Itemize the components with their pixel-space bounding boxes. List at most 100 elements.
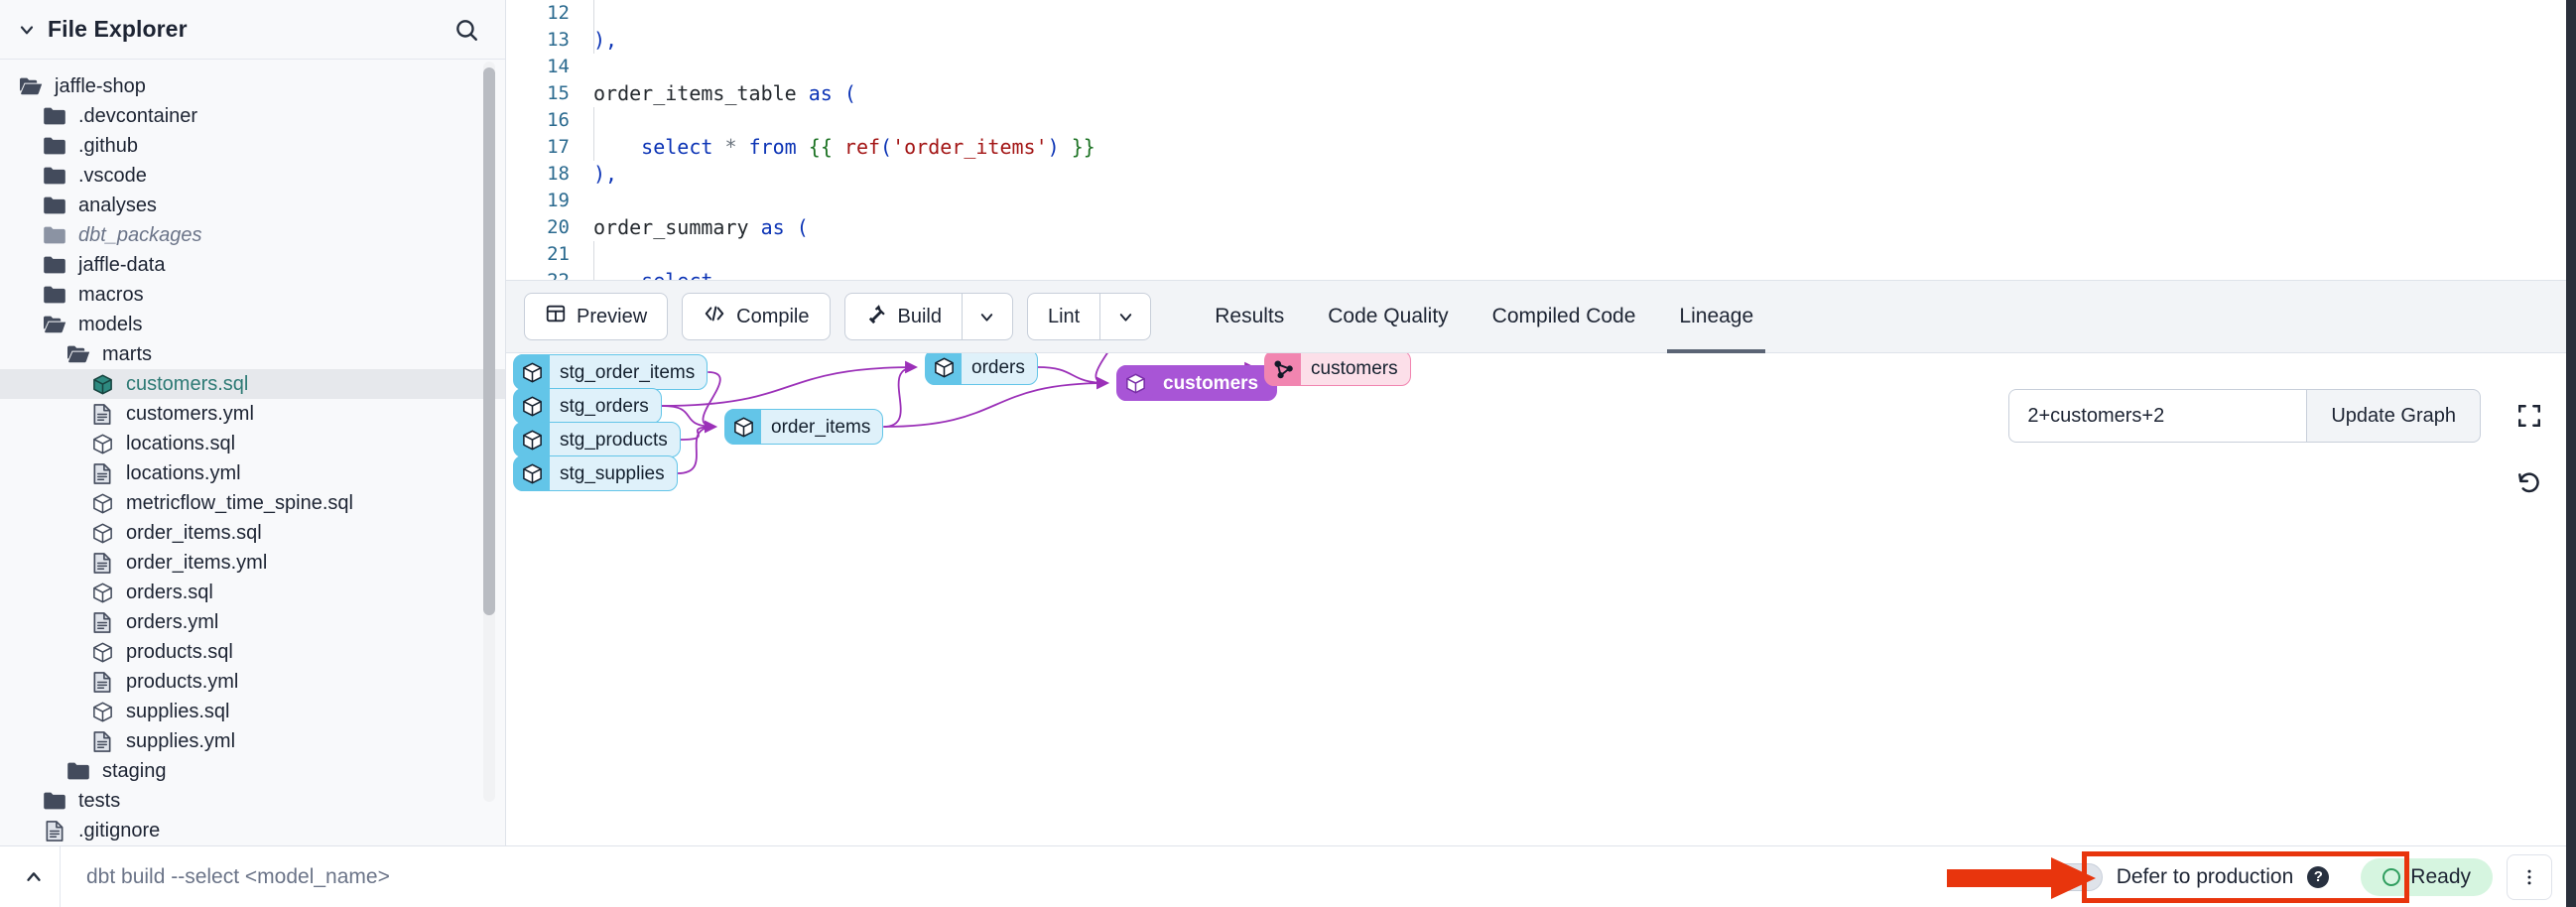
file-tree-item-label: order_items.sql (126, 522, 262, 544)
file-tree-item[interactable]: tests (0, 786, 505, 816)
lineage-node-customers-model[interactable]: customers (1116, 365, 1278, 401)
tab-compiled-code[interactable]: Compiled Code (1491, 305, 1636, 327)
search-icon[interactable] (450, 13, 483, 47)
file-tree-item[interactable]: products.sql (0, 637, 505, 667)
lineage-node-stg-order-items[interactable]: stg_order_items (513, 354, 708, 390)
result-tabs[interactable]: Results Code Quality Compiled Code Lineage (1193, 280, 1775, 353)
file-tree-item[interactable]: locations.sql (0, 429, 505, 458)
folder-icon (40, 163, 69, 189)
cube-icon (926, 353, 962, 385)
lineage-node-label: stg_order_items (550, 355, 708, 389)
lint-label: Lint (1047, 305, 1081, 327)
reset-icon[interactable] (2501, 456, 2558, 510)
graph-selector-input[interactable]: 2+customers+2 (2008, 389, 2307, 443)
defer-toggle[interactable] (2050, 862, 2103, 891)
code-line[interactable]: select * from {{ ref('order_items') }} (641, 135, 1095, 159)
code-line[interactable]: select (593, 268, 2576, 280)
file-tree-item[interactable]: order_items.sql (0, 518, 505, 548)
folder-icon (40, 312, 69, 337)
cube-icon (87, 371, 117, 397)
lineage-panel[interactable]: ecom.raw_customersstg_customersstg_order… (506, 353, 2576, 845)
lineage-node-order-items[interactable]: order_items (724, 409, 884, 445)
lineage-node-label: stg_products (550, 423, 680, 456)
file-tree-item[interactable]: supplies.sql (0, 697, 505, 726)
file-tree-item[interactable]: .github (0, 131, 505, 161)
lineage-node-stg-orders[interactable]: stg_orders (513, 388, 662, 424)
file-tree-item[interactable]: .gitignore (0, 816, 505, 845)
code-line[interactable] (593, 107, 2576, 134)
line-number: 18 (547, 163, 570, 185)
lineage-edge (883, 376, 1109, 428)
file-tree-item[interactable]: order_items.yml (0, 548, 505, 578)
file-tree-item[interactable]: models (0, 310, 505, 339)
file-tree-item[interactable]: analyses (0, 191, 505, 220)
lineage-node-stg-supplies[interactable]: stg_supplies (513, 455, 678, 491)
lineage-node-orders[interactable]: orders (925, 353, 1038, 385)
build-dropdown-chevron-down-icon[interactable] (961, 293, 1013, 340)
file-tree-item-label: models (78, 314, 143, 335)
file-tree-item-label: .github (78, 135, 139, 157)
help-icon[interactable]: ? (2307, 865, 2330, 888)
more-vertical-icon[interactable] (2507, 853, 2552, 900)
sidebar-scrollbar-thumb[interactable] (483, 67, 495, 615)
table-icon (545, 303, 567, 330)
code-content[interactable]: ), order_items_table as ( select * from … (583, 0, 2576, 280)
lineage-edge (883, 360, 918, 428)
tab-lineage[interactable]: Lineage (1657, 280, 1775, 353)
file-icon (87, 728, 117, 754)
file-tree-item[interactable]: dbt_packages (0, 220, 505, 250)
file-tree-item[interactable]: .devcontainer (0, 101, 505, 131)
code-line[interactable]: ), (593, 28, 618, 52)
build-button[interactable]: Build (843, 293, 962, 340)
file-tree-item[interactable]: marts (0, 339, 505, 369)
code-line[interactable]: order_summary as ( (593, 215, 809, 239)
line-number: 14 (547, 56, 570, 77)
code-line[interactable] (593, 241, 2576, 268)
file-tree-item[interactable]: customers.yml (0, 399, 505, 429)
chevron-up-icon[interactable] (8, 851, 60, 903)
lineage-node-customers-exposure[interactable]: customers (1264, 353, 1411, 386)
tab-results[interactable]: Results (1215, 305, 1285, 327)
code-line[interactable]: order_items_table as ( (593, 81, 856, 105)
preview-button[interactable]: Preview (524, 293, 669, 340)
compile-label: Compile (736, 305, 810, 327)
lineage-node-stg-products[interactable]: stg_products (513, 422, 681, 457)
file-tree-item[interactable]: orders.yml (0, 607, 505, 637)
code-line[interactable] (593, 0, 2576, 27)
file-tree-item[interactable]: .vscode (0, 161, 505, 191)
tab-code-quality[interactable]: Code Quality (1328, 305, 1449, 327)
code-line[interactable]: ), (593, 162, 618, 186)
defer-to-production-control[interactable]: Defer to production ? (2035, 855, 2346, 899)
file-tree-item-selected[interactable]: customers.sql (0, 369, 505, 399)
cube-icon (514, 354, 550, 390)
update-graph-button[interactable]: Update Graph (2306, 389, 2481, 443)
code-line[interactable] (593, 54, 2576, 80)
file-tree-item[interactable]: locations.yml (0, 458, 505, 488)
file-icon (87, 609, 117, 635)
line-number: 20 (547, 216, 570, 238)
code-editor[interactable]: 1213141516171819202122 ), order_items_ta… (506, 0, 2576, 280)
file-tree-item[interactable]: products.yml (0, 667, 505, 697)
build-split-button: Build (843, 293, 1013, 340)
file-tree-item[interactable]: jaffle-shop (0, 71, 505, 101)
lineage-edge (1037, 366, 1109, 390)
code-line[interactable] (593, 188, 2576, 214)
folder-icon (40, 133, 69, 159)
file-tree-item[interactable]: jaffle-data (0, 250, 505, 280)
file-tree-item[interactable]: metricflow_time_spine.sql (0, 488, 505, 518)
file-tree-item[interactable]: macros (0, 280, 505, 310)
chevron-down-icon[interactable] (14, 17, 40, 43)
compile-button[interactable]: Compile (682, 293, 831, 340)
file-tree-item[interactable]: orders.sql (0, 578, 505, 607)
file-tree-item-label: products.yml (126, 671, 239, 693)
expand-icon[interactable] (2501, 389, 2558, 443)
cube-icon (514, 422, 550, 457)
line-number: 19 (547, 190, 570, 211)
lint-button[interactable]: Lint (1026, 293, 1100, 340)
lint-dropdown-chevron-down-icon[interactable] (1099, 293, 1152, 340)
file-tree-item[interactable]: supplies.yml (0, 726, 505, 756)
command-input[interactable]: dbt build --select <model_name> (60, 845, 2035, 907)
file-tree-item[interactable]: staging (0, 756, 505, 786)
